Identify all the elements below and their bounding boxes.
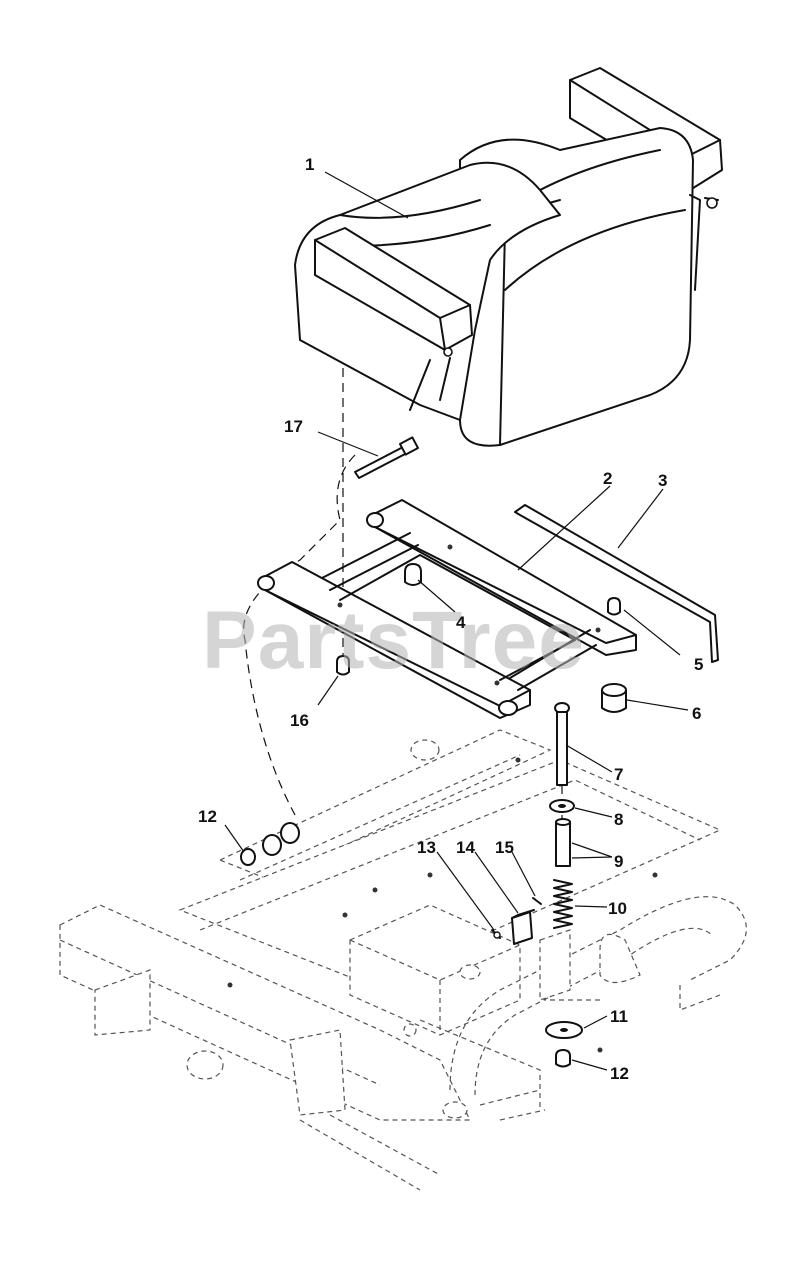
callout-labels: 1 2 3 4 5 6 7 8 9 10 11 12 13 14 15 16 1… xyxy=(198,155,703,1083)
chassis-frame xyxy=(59,729,747,1191)
part-10-spring xyxy=(553,879,573,929)
part-7-bolt xyxy=(554,702,570,786)
part-2-seat-frame xyxy=(257,499,637,719)
callout-1: 1 xyxy=(305,155,314,174)
callout-2: 2 xyxy=(603,469,612,488)
callout-5: 5 xyxy=(694,655,703,674)
part-9-sleeve xyxy=(555,818,571,867)
part-3-rod xyxy=(514,504,719,663)
callout-14: 14 xyxy=(456,838,475,857)
callout-9: 9 xyxy=(614,852,623,871)
callout-10: 10 xyxy=(608,899,627,918)
callout-8: 8 xyxy=(614,810,623,829)
callout-15: 15 xyxy=(495,838,514,857)
callout-3: 3 xyxy=(658,471,667,490)
watermark: PartsTree xyxy=(202,595,585,686)
callout-12-lower: 12 xyxy=(610,1064,629,1083)
callout-12-left: 12 xyxy=(198,807,217,826)
part-17-bolt xyxy=(354,436,419,479)
part-11-washer xyxy=(545,1021,583,1039)
part-15-clip xyxy=(532,897,542,905)
callout-17: 17 xyxy=(284,417,303,436)
leader-lines xyxy=(224,171,689,1071)
seat-assembly xyxy=(294,67,723,447)
part-6-spacer xyxy=(601,683,627,713)
callout-6: 6 xyxy=(692,704,701,723)
callout-4: 4 xyxy=(456,613,466,632)
callout-11: 11 xyxy=(610,1007,628,1026)
part-8-washer xyxy=(549,799,575,813)
part-12-nut-lower xyxy=(555,1049,571,1068)
part-12-nut-left xyxy=(240,822,300,866)
callout-7: 7 xyxy=(614,765,623,784)
callout-16: 16 xyxy=(290,711,309,730)
part-14-switch xyxy=(511,909,535,945)
part-5-nut xyxy=(607,597,621,616)
part-16-nut xyxy=(336,655,350,676)
part-13-pin xyxy=(491,929,501,939)
part-4-bumper xyxy=(404,563,422,586)
callout-13: 13 xyxy=(417,838,436,857)
